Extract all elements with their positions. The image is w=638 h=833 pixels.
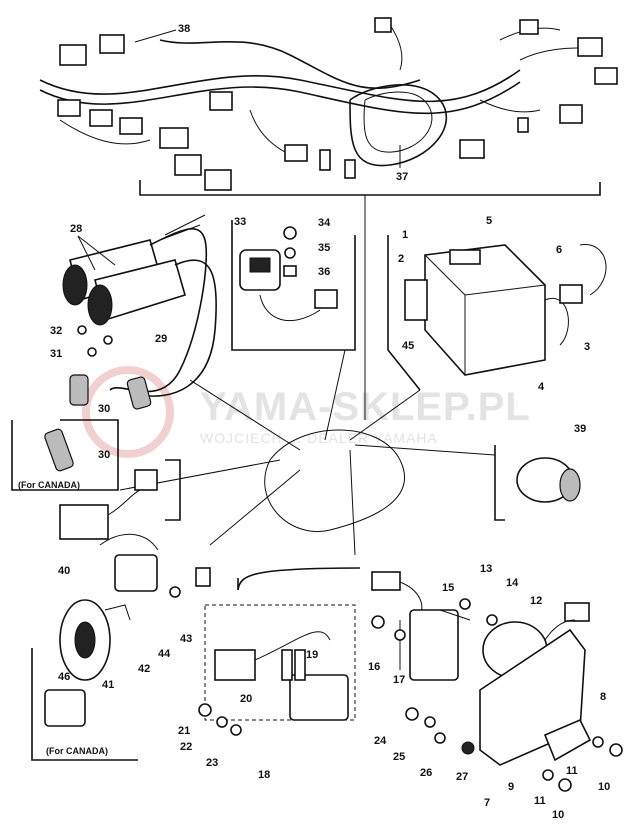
label-31: 31	[50, 348, 62, 360]
frame-outline	[119, 349, 496, 556]
label-42: 42	[138, 663, 150, 675]
label-26: 26	[420, 767, 432, 779]
label-28: 28	[70, 223, 82, 235]
label-46: 46	[58, 671, 70, 683]
label-45: 45	[402, 340, 414, 352]
label-24: 24	[374, 735, 387, 747]
label-43: 43	[180, 633, 192, 645]
main-switch	[231, 220, 356, 351]
label-11a: 11	[566, 765, 578, 777]
label-25: 25	[393, 751, 405, 763]
canada-box-bottom: 46 (For CANADA)	[31, 648, 138, 761]
starter-relay	[494, 445, 581, 521]
label-27: 27	[456, 771, 468, 783]
canada-box-left: 30 (For CANADA)	[11, 419, 119, 491]
label-37: 37	[396, 171, 408, 183]
label-4: 4	[538, 381, 545, 393]
watermark: YAMA-SKLEP.PL WOJCIECH ... DEALER YAMAHA	[82, 366, 530, 458]
label-34: 34	[318, 217, 331, 229]
label-13: 13	[480, 563, 492, 575]
ignition-coils	[62, 214, 217, 410]
label-20: 20	[240, 693, 252, 705]
label-44: 44	[158, 648, 171, 660]
note-canada-bottom: (For CANADA)	[46, 746, 108, 756]
label-3: 3	[584, 341, 590, 353]
label-10: 10	[598, 781, 610, 793]
label-38: 38	[178, 23, 190, 35]
label-16: 16	[368, 661, 380, 673]
label-36: 36	[318, 266, 330, 278]
label-12: 12	[530, 595, 542, 607]
bracket-assembly	[479, 602, 592, 766]
label-30b: 30	[98, 449, 110, 461]
cdi-unit	[204, 604, 356, 721]
rectifier-regulator	[237, 567, 471, 681]
label-11b: 11	[534, 795, 546, 807]
label-22: 22	[180, 741, 192, 753]
label-9: 9	[508, 781, 514, 793]
label-33: 33	[234, 216, 246, 228]
label-29: 29	[155, 333, 167, 345]
label-40: 40	[58, 565, 70, 577]
label-35: 35	[318, 242, 330, 254]
label-39: 39	[574, 423, 586, 435]
label-6: 6	[556, 244, 562, 256]
flasher-relay	[99, 533, 159, 592]
label-23: 23	[206, 757, 218, 769]
label-21: 21	[178, 725, 190, 737]
label-17: 17	[393, 674, 405, 686]
note-canada-left: (For CANADA)	[18, 480, 80, 490]
label-30a: 30	[98, 403, 110, 415]
label-10b: 10	[552, 809, 564, 821]
horn	[59, 599, 131, 681]
label-1: 1	[402, 229, 408, 241]
label-32: 32	[50, 325, 62, 337]
label-8: 8	[600, 691, 606, 703]
label-14: 14	[506, 577, 519, 589]
watermark-tagline: WOJCIECH ... DEALER YAMAHA	[200, 430, 438, 446]
label-7: 7	[484, 797, 490, 809]
relay-unit	[59, 459, 181, 540]
label-2: 2	[398, 253, 404, 265]
label-41: 41	[102, 679, 114, 691]
battery	[387, 235, 607, 391]
label-5: 5	[486, 215, 492, 227]
wire-harness	[39, 17, 618, 196]
label-18: 18	[258, 769, 270, 781]
label-19: 19	[306, 649, 318, 661]
label-15: 15	[442, 582, 454, 594]
